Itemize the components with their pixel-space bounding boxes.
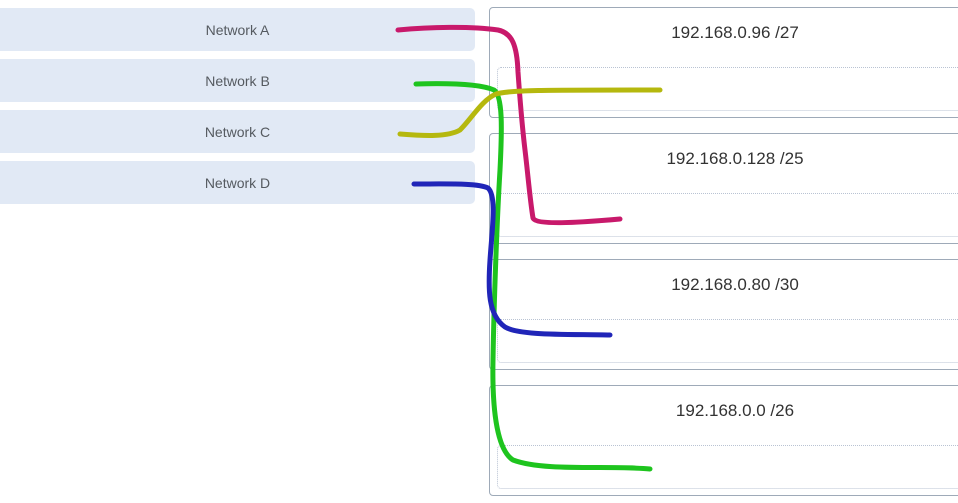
target-subnet-4: 192.168.0.0 /26: [489, 385, 958, 496]
draggable-network-c[interactable]: Network C: [0, 110, 475, 153]
subnet-1-label: 192.168.0.96 /27: [671, 23, 799, 42]
target-subnet-1: 192.168.0.96 /27: [489, 7, 958, 118]
drop-zone-3[interactable]: [497, 319, 958, 363]
subnet-4-label: 192.168.0.0 /26: [675, 401, 795, 420]
drop-zone-2[interactable]: [497, 193, 958, 237]
draggable-network-b[interactable]: Network B: [0, 59, 475, 102]
network-d-label: Network D: [204, 174, 271, 191]
network-b-label: Network B: [205, 72, 270, 89]
network-a-label: Network A: [205, 21, 270, 38]
drop-zone-1[interactable]: [497, 67, 958, 111]
subnet-2-label: 192.168.0.128 /25: [666, 149, 804, 168]
draggable-network-d[interactable]: Network D: [0, 161, 475, 204]
target-subnet-2: 192.168.0.128 /25: [489, 133, 958, 244]
network-c-label: Network C: [204, 123, 271, 140]
target-subnet-3: 192.168.0.80 /30: [489, 259, 958, 370]
subnet-3-label: 192.168.0.80 /30: [671, 275, 799, 294]
drop-zone-4[interactable]: [497, 445, 958, 489]
draggable-network-a[interactable]: Network A: [0, 8, 475, 51]
